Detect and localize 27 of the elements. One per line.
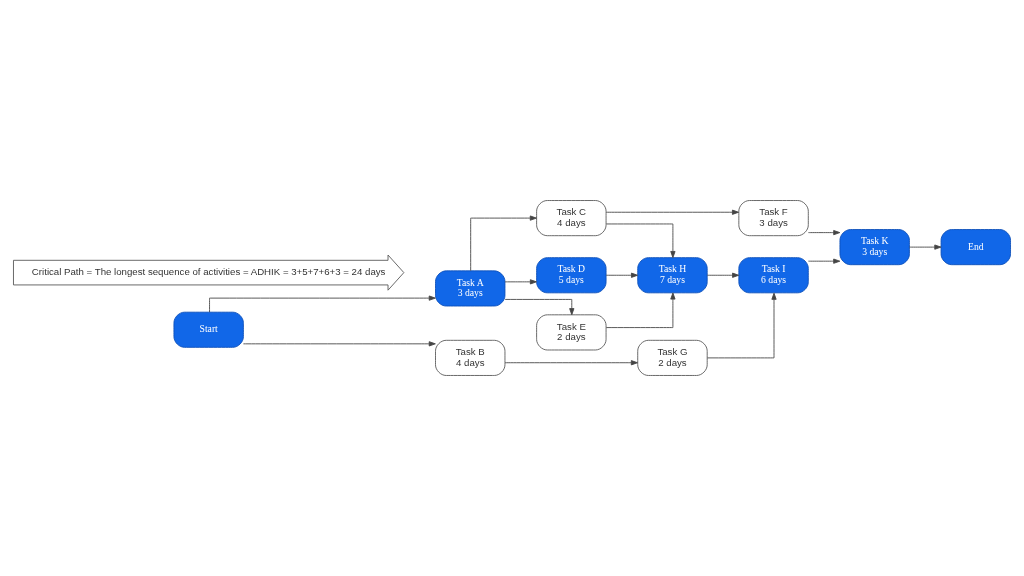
arrow bbox=[706, 292, 777, 359]
node-box: Task H 7 days bbox=[637, 257, 708, 294]
node-box: Task C 4 days bbox=[536, 200, 607, 237]
node-box: Start bbox=[173, 311, 244, 348]
arrow bbox=[504, 279, 537, 285]
node-box: Task K 3 days bbox=[839, 229, 910, 266]
arrow bbox=[242, 341, 436, 347]
node-box: Task D 5 days bbox=[536, 257, 607, 294]
arrow bbox=[470, 215, 537, 272]
node-box: Task E 2 days bbox=[536, 314, 607, 351]
arrow bbox=[706, 272, 740, 278]
arrow bbox=[807, 258, 841, 264]
node-box: Task G 2 days bbox=[637, 339, 708, 376]
node-box: End bbox=[940, 229, 1011, 266]
arrow bbox=[605, 223, 676, 259]
node-box: Task F 3 days bbox=[738, 200, 809, 237]
node-box: Task B 4 days bbox=[435, 339, 506, 376]
arrow bbox=[605, 209, 740, 215]
arrow bbox=[504, 360, 638, 366]
node-box: Task A 3 days bbox=[435, 270, 506, 307]
arrow bbox=[504, 299, 575, 316]
arrow bbox=[807, 230, 841, 236]
node-box: Task I 6 days bbox=[738, 257, 809, 294]
arrow bbox=[605, 272, 639, 278]
arrow bbox=[605, 292, 676, 328]
arrow bbox=[209, 295, 436, 313]
arrow bbox=[909, 244, 942, 250]
